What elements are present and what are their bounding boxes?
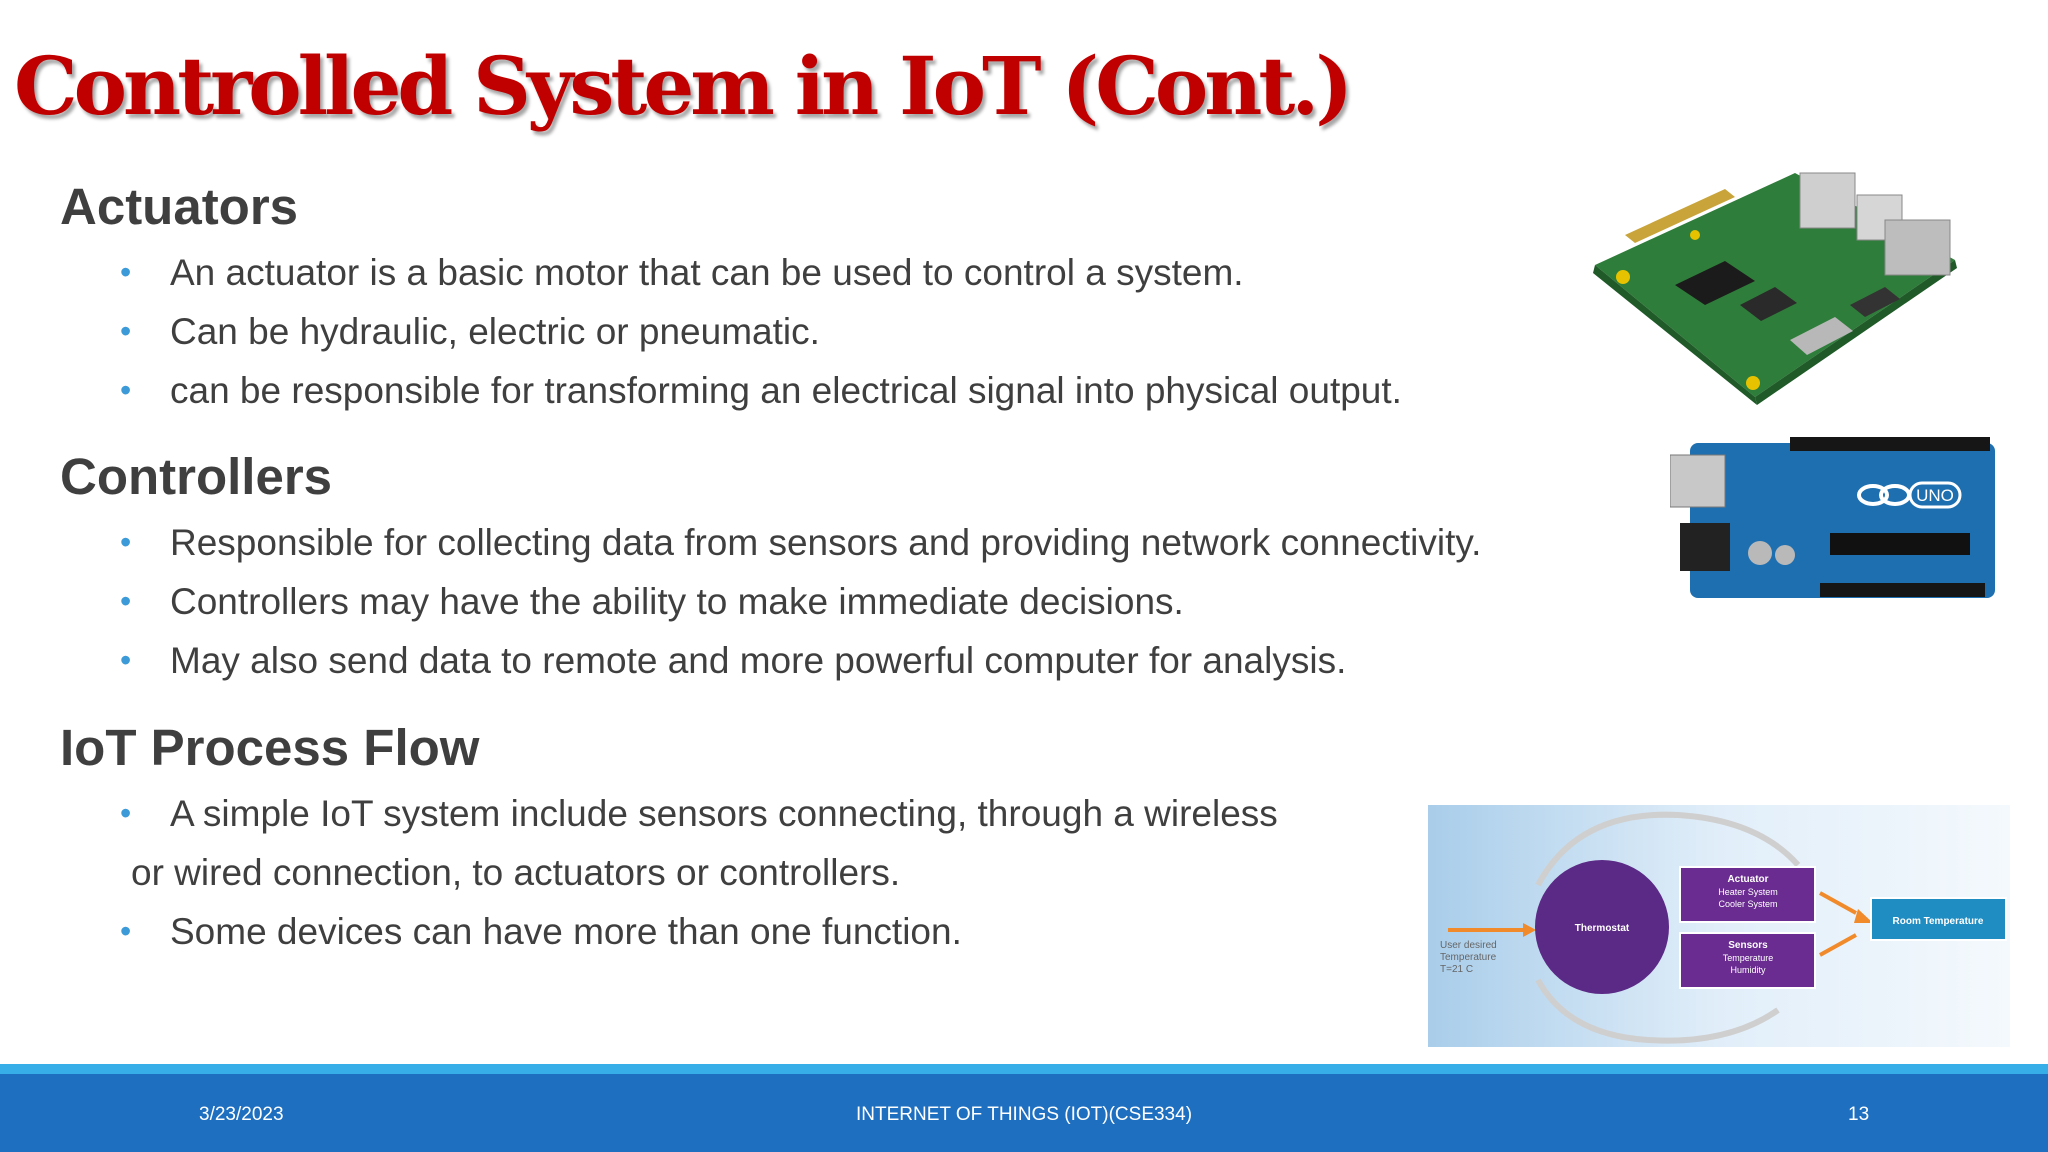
process-flow-bullet-list-2: Some devices can have more than one func… <box>120 902 962 961</box>
diagram-sensors-title: Sensors <box>1728 940 1768 951</box>
diagram-sensors-line-1: Temperature <box>1723 953 1774 963</box>
diagram-input-label-3: T=21 C <box>1440 964 1473 975</box>
diagram-sensors-line-2: Humidity <box>1730 965 1766 975</box>
footer-page-number: 13 <box>1848 1104 1870 1125</box>
slide-title: Controlled System in IoT (Cont.) <box>14 39 1353 133</box>
bullet-item: May also send data to remote and more po… <box>120 631 1481 690</box>
footer-date: 3/23/2023 <box>199 1104 284 1125</box>
footer-course-title: INTERNET OF THINGS (IOT)(CSE334) <box>855 1104 1193 1125</box>
arduino-uno-board-icon: UNO <box>1670 433 2005 608</box>
process-flow-bullet-list-1: A simple IoT system include sensors conn… <box>120 784 1278 843</box>
diagram-thermostat-label: Thermostat <box>1575 923 1630 934</box>
controllers-bullet-list: Responsible for collecting data from sen… <box>120 513 1481 690</box>
diagram-input-label-2: Temperature <box>1440 952 1497 963</box>
bullet-item: Controllers may have the ability to make… <box>120 572 1481 631</box>
diagram-output-label: Room Temperature <box>1893 916 1984 927</box>
section-heading-controllers: Controllers <box>60 448 333 505</box>
section-heading-iot-process-flow: IoT Process Flow <box>60 719 480 776</box>
diagram-actuator-line-1: Heater System <box>1718 887 1778 897</box>
actuators-bullet-list: An actuator is a basic motor that can be… <box>120 243 1402 420</box>
raspberry-pi-board-icon <box>1585 165 1960 405</box>
bullet-item: Some devices can have more than one func… <box>120 902 962 961</box>
footer-accent-strip <box>0 1064 2048 1074</box>
iot-process-diagram: User desired Temperature T=21 C Thermost… <box>1428 805 2010 1047</box>
bullet-continuation-line: or wired connection, to actuators or con… <box>131 852 901 893</box>
bullet-item: Responsible for collecting data from sen… <box>120 513 1481 572</box>
bullet-item: A simple IoT system include sensors conn… <box>120 784 1278 843</box>
diagram-actuator-title: Actuator <box>1727 874 1768 885</box>
diagram-actuator-line-2: Cooler System <box>1718 899 1777 909</box>
section-heading-actuators: Actuators <box>60 178 299 235</box>
bullet-item: An actuator is a basic motor that can be… <box>120 243 1402 302</box>
arduino-uno-label: UNO <box>1916 486 1954 505</box>
diagram-input-label-1: User desired <box>1440 940 1497 951</box>
footer-band <box>0 1074 2048 1152</box>
bullet-item: can be responsible for transforming an e… <box>120 361 1402 420</box>
bullet-item: Can be hydraulic, electric or pneumatic. <box>120 302 1402 361</box>
